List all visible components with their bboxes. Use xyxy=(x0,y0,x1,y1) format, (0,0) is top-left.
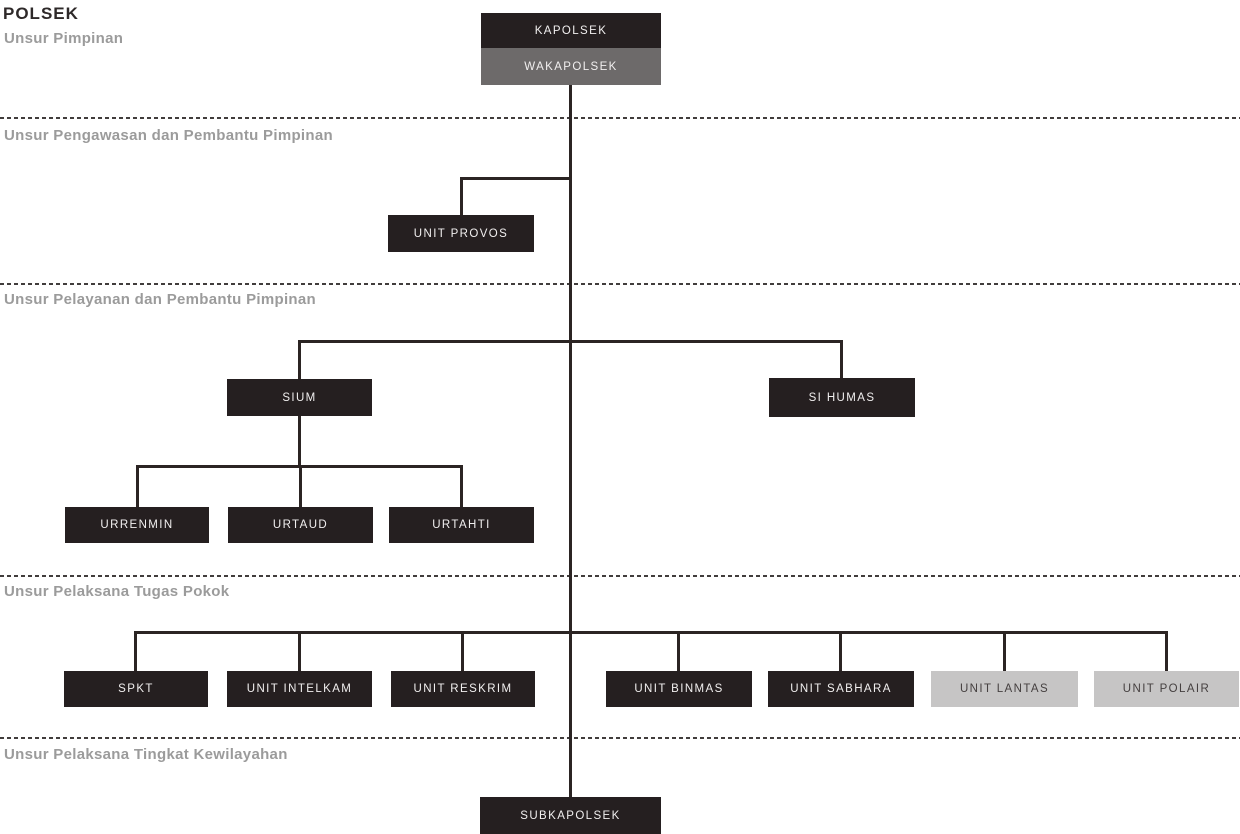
node-sium: SIUM xyxy=(227,379,372,416)
connector-tugas-pokok-horizontal xyxy=(134,631,1168,634)
node-unit-polair: UNIT POLAIR xyxy=(1094,671,1239,707)
node-wakapolsek: WAKAPOLSEK xyxy=(481,48,661,85)
node-urtahti: URTAHTI xyxy=(389,507,534,543)
section-divider xyxy=(0,117,1240,119)
section-divider xyxy=(0,737,1240,739)
connector-trunk xyxy=(569,85,572,797)
node-unit-reskrim: UNIT RESKRIM xyxy=(391,671,535,707)
node-unit-sabhara: UNIT SABHARA xyxy=(768,671,914,707)
section-label-pelayanan: Unsur Pelayanan dan Pembantu Pimpinan xyxy=(4,291,317,308)
connector-intelkam-drop xyxy=(298,631,301,671)
connector-sabhara-drop xyxy=(839,631,842,671)
connector-lantas-drop xyxy=(1003,631,1006,671)
node-spkt: SPKT xyxy=(64,671,208,707)
section-label-pimpinan: Unsur Pimpinan xyxy=(4,30,124,47)
connector-provos-horizontal xyxy=(460,177,572,180)
connector-urrenmin-drop xyxy=(136,465,139,507)
node-urtaud: URTAUD xyxy=(228,507,373,543)
connector-sium-drop xyxy=(298,340,301,379)
connector-urtahti-drop xyxy=(460,465,463,507)
connector-reskrim-drop xyxy=(461,631,464,671)
connector-pelayanan-horizontal xyxy=(298,340,843,343)
section-label-kewilayahan: Unsur Pelaksana Tingkat Kewilayahan xyxy=(4,746,288,763)
section-label-pelaksana-tugas-pokok: Unsur Pelaksana Tugas Pokok xyxy=(4,583,230,600)
connector-binmas-drop xyxy=(677,631,680,671)
node-si-humas: SI HUMAS xyxy=(769,378,915,417)
connector-provos-drop xyxy=(460,177,463,215)
node-unit-binmas: UNIT BINMAS xyxy=(606,671,752,707)
node-kapolsek: KAPOLSEK xyxy=(481,13,661,48)
page-title: POLSEK xyxy=(3,4,79,23)
connector-urtaud-drop xyxy=(299,465,302,507)
node-subkapolsek: SUBKAPOLSEK xyxy=(480,797,661,834)
connector-spkt-drop xyxy=(134,631,137,671)
section-divider xyxy=(0,283,1240,285)
section-divider xyxy=(0,575,1240,577)
node-unit-intelkam: UNIT INTELKAM xyxy=(227,671,372,707)
section-label-pengawasan: Unsur Pengawasan dan Pembantu Pimpinan xyxy=(4,127,333,144)
connector-sihumas-drop xyxy=(840,340,843,378)
node-urrenmin: URRENMIN xyxy=(65,507,209,543)
node-unit-provos: UNIT PROVOS xyxy=(388,215,534,252)
connector-sium-children-stem xyxy=(298,416,301,467)
connector-polair-drop xyxy=(1165,631,1168,671)
node-unit-lantas: UNIT LANTAS xyxy=(931,671,1078,707)
